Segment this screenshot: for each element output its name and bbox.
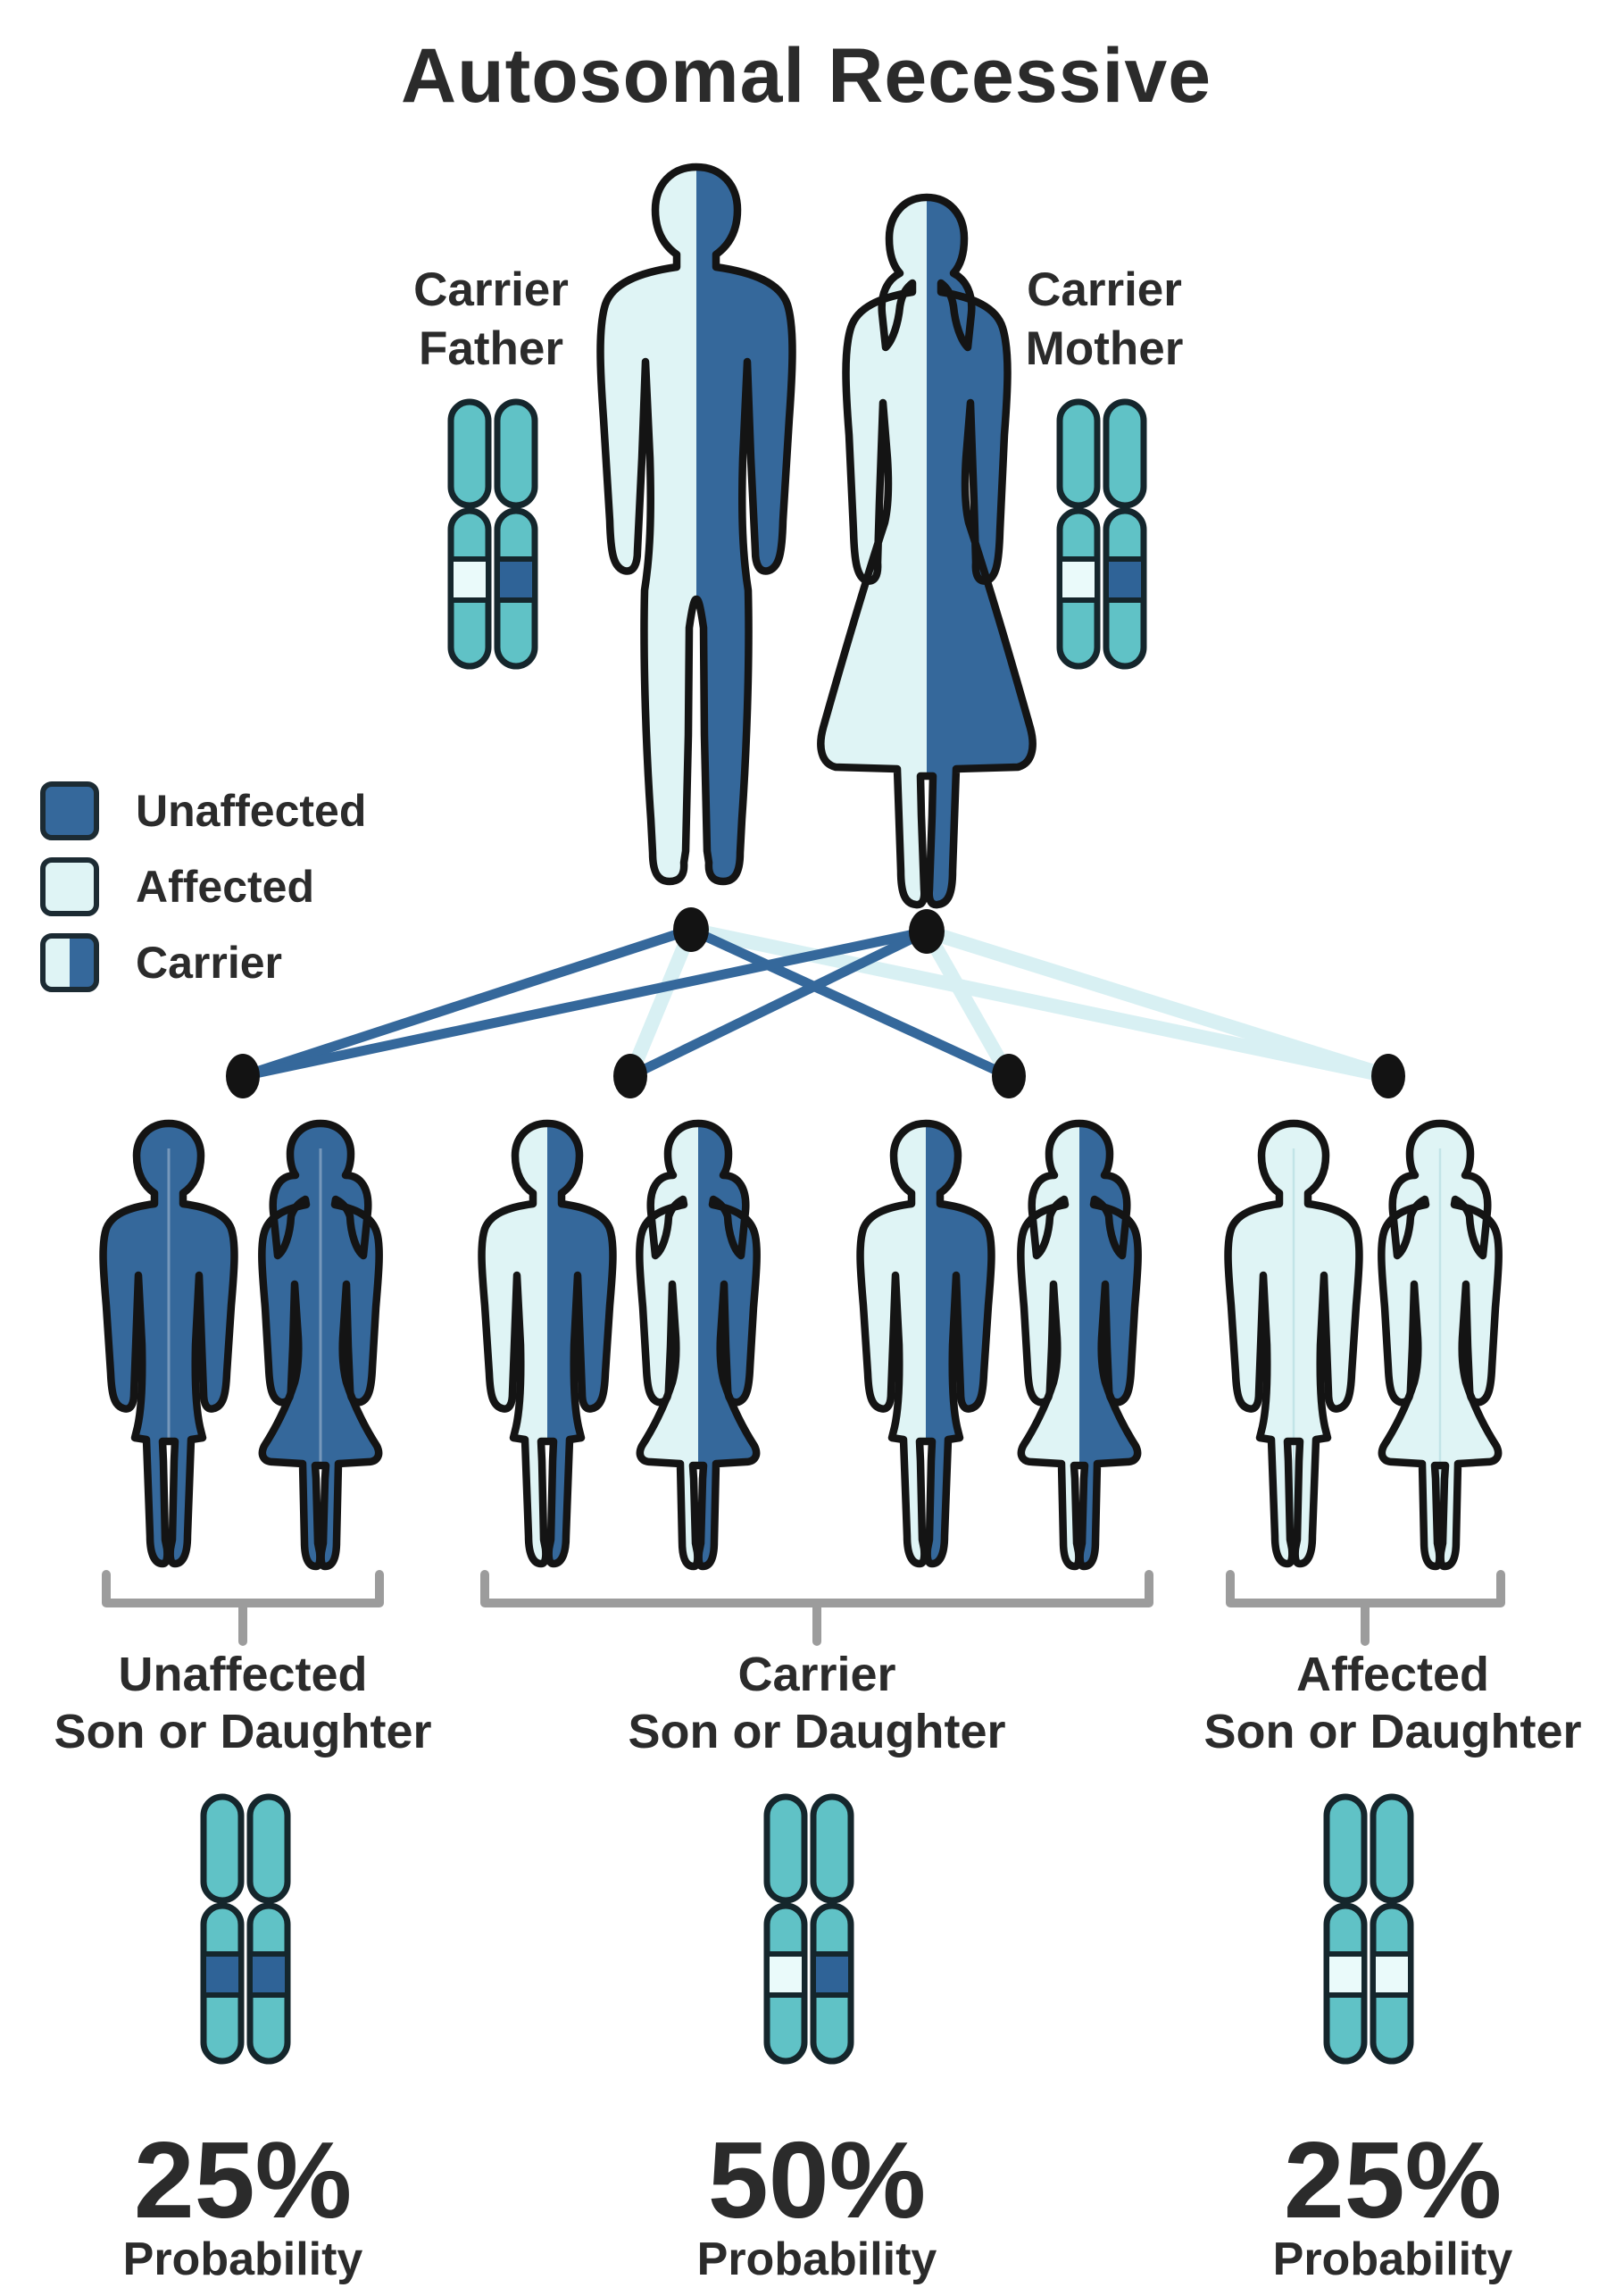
- carrier-daughter-figure-2: [1020, 1123, 1137, 1566]
- affected-child-chromosomes: [1327, 1797, 1411, 2061]
- dark-line-father-unaffected: [237, 924, 696, 1081]
- outcome-label-carrier-line1: Carrier: [737, 1648, 896, 1701]
- probability-label-unaffected: Probability: [122, 2233, 363, 2285]
- outcome-dot-carrier-1: [613, 1054, 647, 1098]
- carrier-daughter-figure-1: [639, 1123, 756, 1566]
- mother-chromosome-affected-allele: [1060, 402, 1097, 666]
- father-label: Carrier Father: [413, 261, 569, 379]
- legend-label-unaffected: Unaffected: [136, 786, 367, 836]
- probability-value-affected: 25%: [1283, 2119, 1503, 2241]
- outcome-label-unaffected: Unaffected Son or Daughter: [54, 1646, 431, 1760]
- mother-gamete-dot: [909, 909, 945, 954]
- outcome-label-affected-line2: Son or Daughter: [1203, 1705, 1582, 1758]
- page-title: Autosomal Recessive: [400, 33, 1212, 119]
- carrier-chromosome-normal-allele: [813, 1797, 851, 2061]
- bracket-unaffected: [102, 1570, 384, 1646]
- outcome-label-affected-line1: Affected: [1295, 1648, 1490, 1701]
- dark-line-father-carrier2: [686, 924, 1014, 1081]
- mother-label-line1: Carrier: [1027, 263, 1182, 316]
- pale-line-father-carrier1: [623, 923, 698, 1083]
- mother-label-line2: Mother: [1025, 322, 1184, 375]
- affected-son-figure: [1228, 1123, 1360, 1564]
- father-label-line1: Carrier: [413, 263, 569, 316]
- carrier-chromosome-affected-allele: [767, 1797, 804, 2061]
- probability-label-carrier: Probability: [696, 2233, 937, 2285]
- pale-line-mother-carrier2: [920, 924, 1016, 1083]
- unaffected-chromosome-2: [250, 1797, 287, 2061]
- gamete-dots: [226, 907, 1405, 1098]
- legend-swatch-affected: [43, 860, 96, 914]
- outcome-label-unaffected-line2: Son or Daughter: [54, 1705, 432, 1758]
- unaffected-son-figure: [104, 1123, 235, 1564]
- pale-line-father-affected: [684, 923, 1395, 1083]
- probability-label-affected: Probability: [1272, 2233, 1513, 2285]
- outcome-dot-affected: [1371, 1054, 1405, 1098]
- legend-label-carrier: Carrier: [136, 938, 282, 988]
- carrier-son-figure-2: [861, 1123, 992, 1564]
- legend-label-affected: Affected: [136, 862, 315, 912]
- carrier-son-figure-1: [482, 1123, 613, 1564]
- mother-chromosome-normal-allele: [1106, 402, 1144, 666]
- group-brackets: [102, 1570, 1505, 1646]
- bracket-affected: [1226, 1570, 1505, 1646]
- outcome-dot-carrier-2: [992, 1054, 1026, 1098]
- pale-line-mother-affected: [920, 924, 1395, 1083]
- affected-chromosome-1: [1327, 1797, 1364, 2061]
- mother-figure: [820, 197, 1032, 905]
- dark-line-mother-carrier1: [625, 926, 932, 1081]
- dark-line-mother-unaffected: [237, 926, 932, 1081]
- father-gamete-dot: [673, 907, 709, 952]
- mother-label: Carrier Mother: [1026, 261, 1184, 379]
- father-chromosome-affected-allele: [451, 402, 488, 666]
- probability-value-carrier: 50%: [707, 2119, 927, 2241]
- inheritance-lines: [237, 923, 1395, 1083]
- legend-swatch-carrier: [40, 933, 99, 992]
- outcome-label-unaffected-line1: Unaffected: [118, 1648, 368, 1701]
- outcome-label-affected: Affected Son or Daughter: [1203, 1646, 1581, 1760]
- outcome-label-carrier: Carrier Son or Daughter: [628, 1646, 1005, 1760]
- affected-chromosome-2: [1373, 1797, 1411, 2061]
- unaffected-child-chromosomes: [204, 1797, 287, 2061]
- legend-swatches: [40, 781, 99, 992]
- father-label-line2: Father: [419, 322, 563, 375]
- affected-daughter-figure: [1381, 1123, 1498, 1566]
- father-chromosomes: [451, 402, 535, 666]
- father-figure: [601, 167, 793, 881]
- bracket-carrier: [480, 1570, 1153, 1646]
- legend-swatch-unaffected: [43, 784, 96, 838]
- carrier-child-chromosomes: [767, 1797, 851, 2061]
- unaffected-daughter-figure: [262, 1123, 379, 1566]
- father-chromosome-normal-allele: [497, 402, 535, 666]
- outcome-dot-unaffected: [226, 1054, 260, 1098]
- mother-chromosomes: [1060, 402, 1144, 666]
- probability-value-unaffected: 25%: [133, 2119, 353, 2241]
- unaffected-chromosome-1: [204, 1797, 241, 2061]
- outcome-label-carrier-line2: Son or Daughter: [628, 1705, 1006, 1758]
